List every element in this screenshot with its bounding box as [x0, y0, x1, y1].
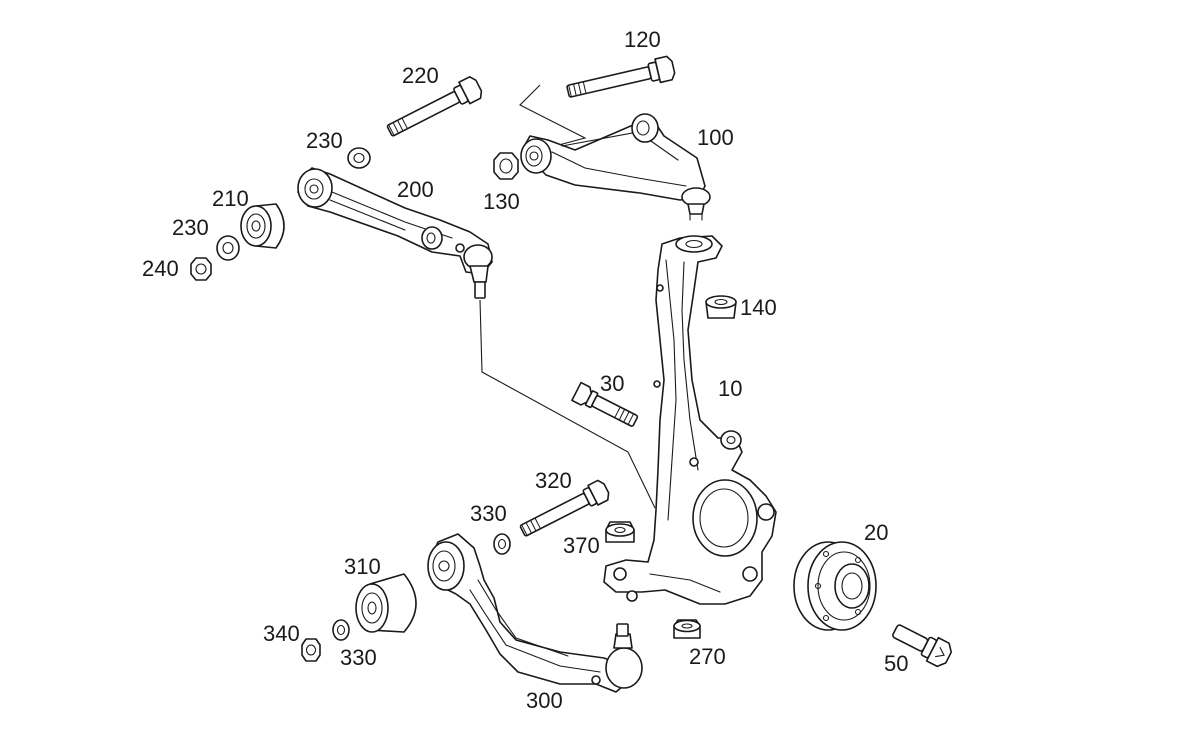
label-230-upper: 230: [306, 128, 343, 153]
label-100: 100: [697, 125, 734, 150]
part-370-nut: [605, 521, 635, 543]
part-20-wheel-hub: [793, 541, 877, 631]
part-330-washer-upper: [493, 533, 511, 555]
label-300: 300: [526, 688, 563, 713]
part-200-link-arm: [297, 167, 493, 299]
label-330-lower: 330: [340, 645, 377, 670]
part-220-bolt: [386, 75, 483, 137]
label-230-lower: 230: [172, 215, 209, 240]
label-120: 120: [624, 27, 661, 52]
label-130: 130: [483, 189, 520, 214]
part-330-washer-lower: [332, 619, 350, 641]
label-320: 320: [535, 468, 572, 493]
part-140-bushing: [705, 295, 737, 319]
leader-tie-rod: [479, 299, 656, 509]
part-310-bushing: [355, 573, 417, 633]
label-270: 270: [689, 644, 726, 669]
label-210: 210: [212, 186, 249, 211]
label-370: 370: [563, 533, 600, 558]
leader-lines: [479, 84, 656, 509]
label-340: 340: [263, 621, 300, 646]
part-230-washer-upper: [347, 147, 371, 169]
label-140: 140: [740, 295, 777, 320]
label-10: 10: [718, 376, 743, 401]
part-30-bolt: [571, 381, 639, 427]
label-30: 30: [600, 371, 625, 396]
label-20: 20: [864, 520, 889, 545]
part-300-lower-arm: [427, 533, 643, 693]
label-50: 50: [884, 651, 909, 676]
part-240-nut: [190, 257, 212, 281]
part-100-upper-arm: [520, 113, 711, 221]
part-50-bolt: [892, 624, 953, 668]
label-310: 310: [344, 554, 381, 579]
part-320-bolt: [519, 479, 610, 537]
label-240: 240: [142, 256, 179, 281]
part-230-washer-lower: [216, 235, 240, 261]
label-330-upper: 330: [470, 501, 507, 526]
label-220: 220: [402, 63, 439, 88]
part-120-bolt: [566, 55, 676, 98]
part-210-bushing: [240, 203, 285, 249]
leader-upper-arm: [519, 84, 587, 151]
part-130-nut: [493, 152, 519, 180]
part-10-steering-knuckle: [603, 235, 777, 605]
part-340-nut: [301, 638, 321, 662]
part-270-nut: [673, 619, 701, 639]
label-200: 200: [397, 177, 434, 202]
